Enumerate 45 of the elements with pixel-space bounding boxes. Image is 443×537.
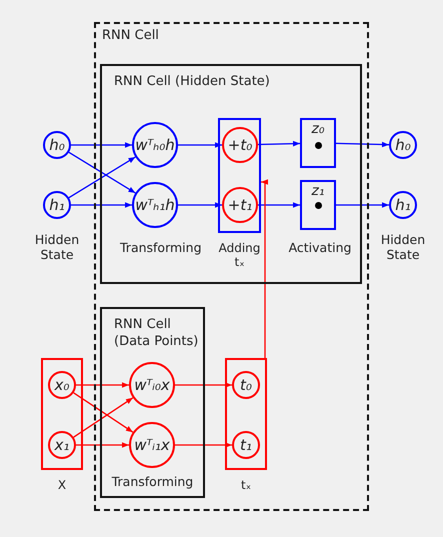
stage-caption: Transforming — [110, 474, 194, 490]
outer-cell-frame — [94, 22, 369, 511]
neuron-circle: t₁ — [232, 431, 260, 459]
data-points-frame — [100, 307, 205, 498]
group-title: RNN Cell (Hidden State) — [114, 74, 270, 91]
arrow — [76, 442, 129, 448]
neuron-circle: h₁ — [389, 191, 417, 219]
neuron-circle: +t₁ — [222, 187, 258, 223]
stage-caption: Activating — [288, 240, 352, 255]
activation-box — [300, 118, 336, 168]
neuron-circle: x₁ — [48, 431, 76, 459]
arrow — [76, 382, 129, 388]
arrow — [336, 142, 390, 148]
neuron-circle: h₀ — [389, 131, 417, 159]
neuron-circle: wᵀᵢ₀x — [129, 362, 175, 408]
neuron-circle: h₀ — [43, 131, 71, 159]
neuron-circle: wᵀᵢ₁x — [129, 422, 175, 468]
neuron-circle: h₁ — [43, 191, 71, 219]
arrow — [178, 202, 222, 208]
activation-box — [300, 180, 336, 230]
hidden-state-frame — [100, 64, 362, 284]
arrow — [258, 140, 300, 146]
neuron-circle: +t₀ — [222, 127, 258, 163]
group-title: RNN Cell (Data Points) — [114, 317, 200, 351]
activation-label: z₁ — [310, 183, 326, 200]
arrow — [178, 142, 222, 148]
arrow — [258, 202, 300, 208]
vector-caption: tₓ — [240, 478, 252, 492]
activation-label: z₀ — [310, 121, 326, 138]
stage-caption: Transforming — [120, 240, 200, 255]
arrow — [71, 142, 132, 148]
arrow — [261, 179, 268, 358]
vector-caption: Adding tₓ — [218, 241, 262, 270]
stage-caption: Hidden State — [380, 232, 426, 262]
neuron-circle: t₀ — [232, 371, 260, 399]
group-title: RNN Cell — [102, 28, 159, 45]
arrow — [175, 442, 232, 448]
arrow — [336, 202, 389, 208]
vector-caption: X — [56, 478, 68, 492]
neuron-circle: wᵀₕ₁h — [132, 182, 178, 228]
stage-caption: Hidden State — [34, 232, 80, 262]
neuron-circle: wᵀₕ₀h — [132, 122, 178, 168]
arrow — [175, 382, 232, 388]
neuron-circle: x₀ — [48, 371, 76, 399]
arrow — [71, 202, 132, 208]
